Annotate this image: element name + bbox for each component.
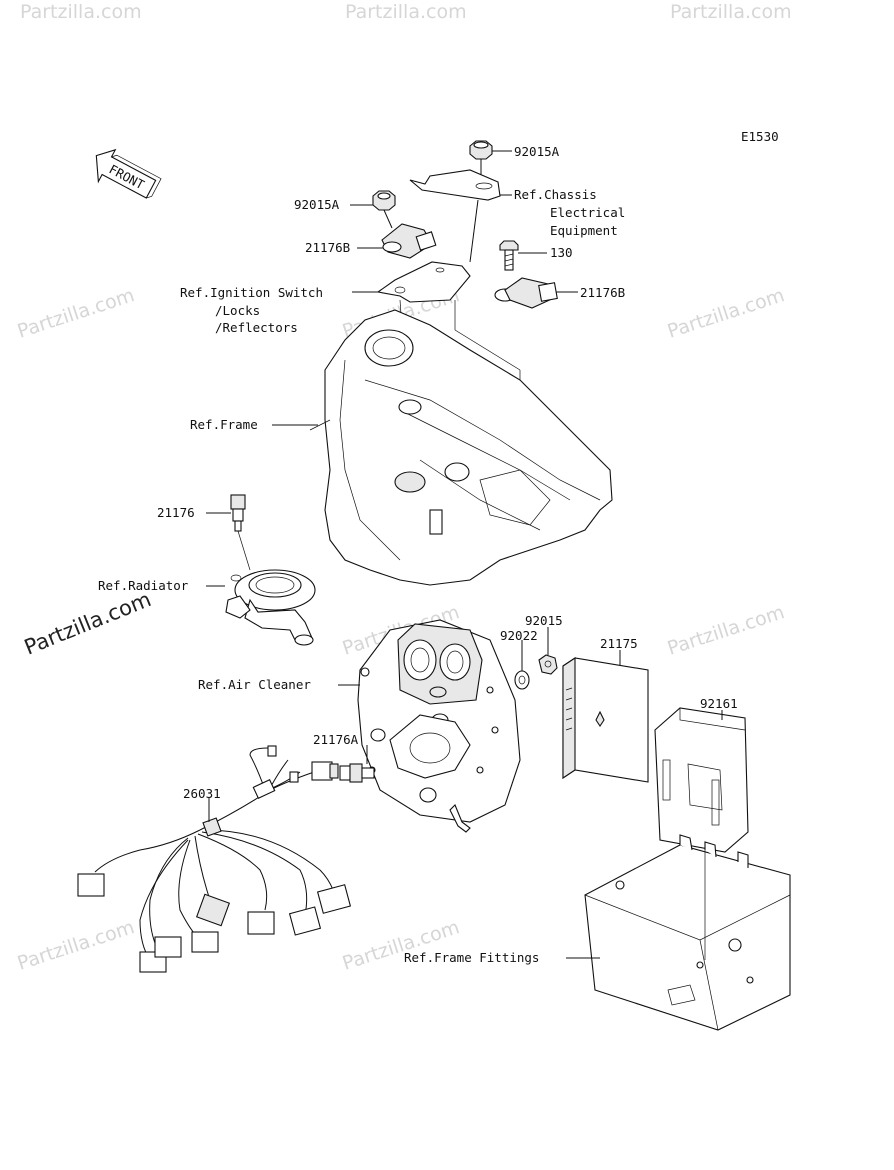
label-ref-frame: Ref.Frame — [190, 417, 258, 432]
label-92015a-left: 92015A — [294, 197, 340, 212]
nut-92015-icon — [538, 654, 558, 675]
label-21176a: 21176A — [313, 732, 359, 747]
relay-21176b-right-icon — [494, 277, 558, 309]
wiring-harness-26031 — [77, 745, 352, 973]
connector-icon — [316, 884, 352, 914]
watermark: Partzilla.com — [670, 1, 792, 23]
label-ref-chassis-line3: Equipment — [550, 223, 618, 238]
watermark: Partzilla.com — [345, 1, 467, 23]
watermark-main: Partzilla.com — [21, 587, 155, 660]
washer-92022-icon — [514, 670, 530, 690]
label-ref-frame-fittings: Ref.Frame Fittings — [404, 950, 539, 965]
label-26031: 26031 — [183, 786, 221, 801]
diagram-id: E1530 — [741, 129, 779, 144]
frame-assembly — [272, 309, 613, 586]
air-cleaner-assembly — [338, 619, 521, 833]
connector-icon — [288, 906, 322, 936]
label-21176b-left: 21176B — [305, 240, 350, 255]
label-21176b-right: 21176B — [580, 285, 625, 300]
label-92022: 92022 — [500, 628, 538, 643]
bolt-130-icon — [499, 240, 519, 271]
watermark: Partzilla.com — [15, 916, 137, 974]
radiator-sensor-assembly — [206, 494, 316, 646]
connector-icon — [195, 893, 231, 927]
label-92015: 92015 — [525, 613, 563, 628]
upper-bracket-assembly — [350, 140, 578, 450]
nut-92015a-top-icon — [469, 140, 493, 160]
label-ref-chassis-line2: Electrical — [550, 205, 625, 220]
connector-icon — [247, 911, 275, 935]
watermark: Partzilla.com — [340, 916, 462, 974]
label-92161: 92161 — [700, 696, 738, 711]
label-21175: 21175 — [600, 636, 638, 651]
label-ref-ignition: Ref.Ignition Switch — [180, 285, 323, 300]
sensor-21176a-icon — [339, 763, 375, 783]
cover-92161-icon — [654, 707, 749, 853]
connector-icon — [191, 931, 219, 953]
label-130: 130 — [550, 245, 573, 260]
relay-21176b-left-icon — [381, 223, 437, 259]
label-ref-radiator: Ref.Radiator — [98, 578, 189, 593]
label-21176: 21176 — [157, 505, 195, 520]
part-labels: 92015A Ref.Chassis Electrical Equipment … — [98, 144, 738, 965]
watermark: Partzilla.com — [15, 284, 137, 342]
label-ref-ignition-line3: /Reflectors — [215, 320, 298, 335]
frame-fittings-icon — [584, 834, 791, 1031]
label-ref-ignition-line2: /Locks — [215, 303, 260, 318]
connector-icon — [77, 873, 105, 897]
watermark: Partzilla.com — [20, 1, 142, 23]
label-92015a-top: 92015A — [514, 144, 560, 159]
ecu-21175-icon — [562, 656, 649, 783]
sensor-21176-icon — [230, 494, 246, 532]
label-ref-air-cleaner: Ref.Air Cleaner — [198, 677, 311, 692]
label-ref-chassis: Ref.Chassis — [514, 187, 597, 202]
connector-icon — [154, 936, 182, 958]
watermark: Partzilla.com — [665, 601, 787, 659]
watermark: Partzilla.com — [665, 284, 787, 342]
front-arrow-icon: FRONT — [95, 148, 162, 199]
nut-92015a-left-icon — [372, 190, 396, 211]
